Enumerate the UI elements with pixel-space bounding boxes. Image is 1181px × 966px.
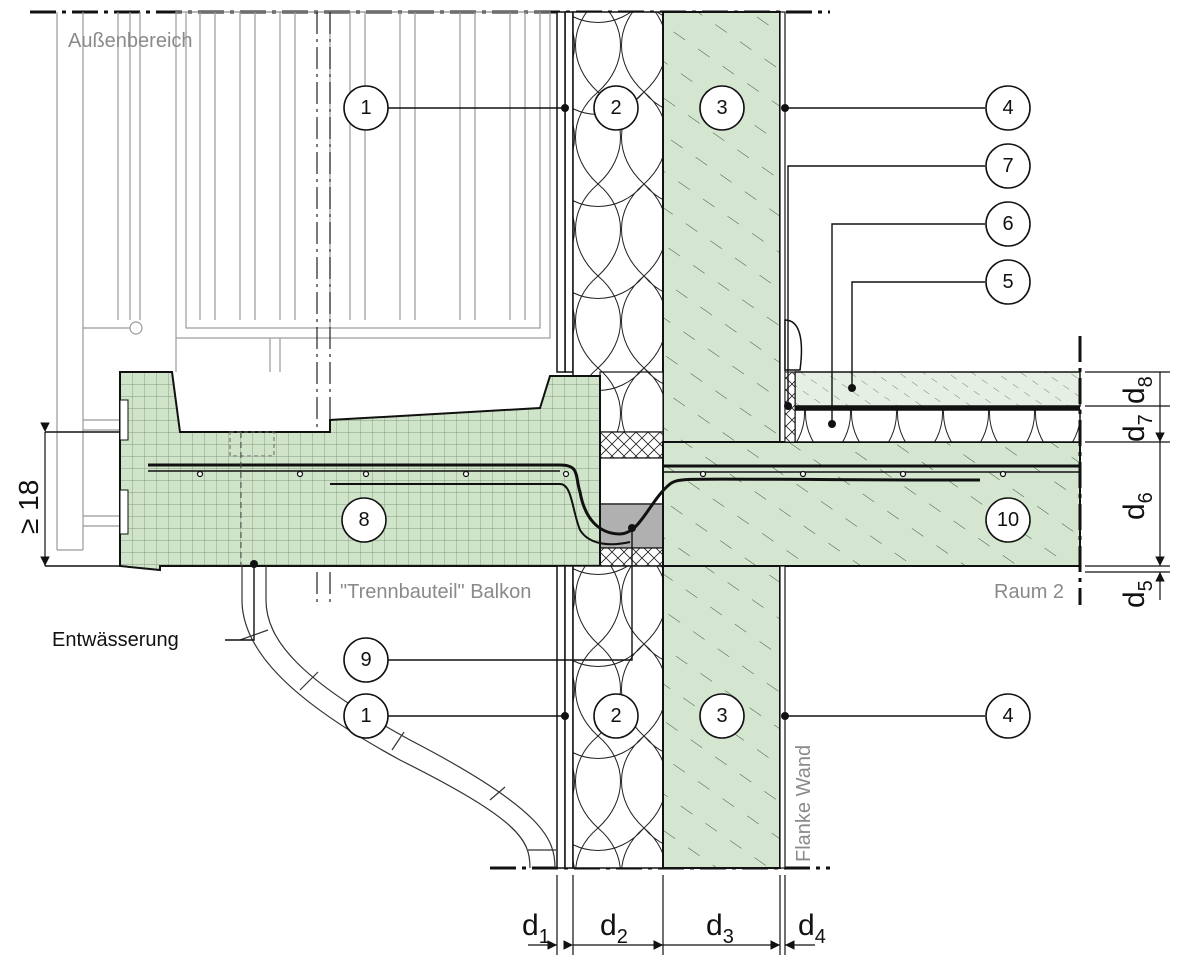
dim-d7: d7: [1118, 414, 1157, 442]
callout-5: 5: [1002, 271, 1013, 293]
dimension-lines: [40, 371, 1170, 955]
elastic-bearing-upper: [599, 431, 664, 459]
callout-3-top: 3: [716, 97, 727, 119]
drainage-pipe: [239, 566, 556, 869]
dim-d5: d5: [1118, 580, 1157, 608]
rebar-dots: [196, 470, 1007, 478]
dim-d6: d6: [1118, 492, 1157, 520]
dim-d4: d4: [798, 909, 826, 948]
callout-7: 7: [1002, 155, 1013, 177]
callout-10: 10: [997, 509, 1019, 531]
callout-4-top: 4: [1002, 97, 1013, 119]
callout-3-bottom: 3: [716, 705, 727, 727]
callout-8: 8: [358, 509, 369, 531]
label-trennbauteil: "Trennbauteil" Balkon: [340, 581, 531, 603]
insulation-upper-slab-gap: [599, 371, 664, 433]
balcony-edge-bracket-upper: [119, 399, 129, 441]
leader-dots: [250, 104, 856, 720]
render-layer-1-upper: [564, 11, 574, 373]
insulation-layer-2-upper: [572, 11, 664, 433]
label-raum-2: Raum 2: [994, 581, 1064, 603]
insulation-slab-gap: [599, 457, 664, 505]
callout-4-bottom: 4: [1002, 705, 1013, 727]
impact-sound-insulation: [794, 409, 1081, 443]
label-flanke-wand: Flanke Wand: [793, 745, 815, 862]
callout-2-top: 2: [610, 97, 621, 119]
callout-1-top: 1: [360, 97, 371, 119]
thermal-break-reinforcement: [148, 463, 1080, 546]
leader-lines: [45, 107, 985, 717]
dim-d2: d2: [600, 909, 628, 948]
dim-d1: d1: [522, 909, 550, 948]
render-outer-upper: [556, 11, 566, 373]
callout-9: 9: [360, 649, 371, 671]
drain-inlet: [229, 431, 275, 457]
callout-circles: [341, 85, 1031, 739]
label-min-height: ≥ 18: [13, 480, 44, 534]
plaster-layer-4-upper: [779, 11, 786, 443]
balcony-edge-bracket-lower: [119, 489, 129, 535]
label-aussenbereich: Außenbereich: [68, 30, 193, 52]
skirting-board: [784, 319, 803, 371]
callout-1-bottom: 1: [360, 705, 371, 727]
facade-background: [56, 11, 551, 551]
dim-d8: d8: [1118, 376, 1157, 404]
label-entwaesserung: Entwässerung: [52, 629, 179, 651]
separation-foil: [785, 406, 1080, 410]
callout-2-bottom: 2: [610, 705, 621, 727]
callout-6: 6: [1002, 213, 1013, 235]
dim-d3: d3: [706, 909, 734, 948]
screed-layer: [794, 371, 1081, 407]
concrete-wall-3-upper: [662, 11, 781, 443]
